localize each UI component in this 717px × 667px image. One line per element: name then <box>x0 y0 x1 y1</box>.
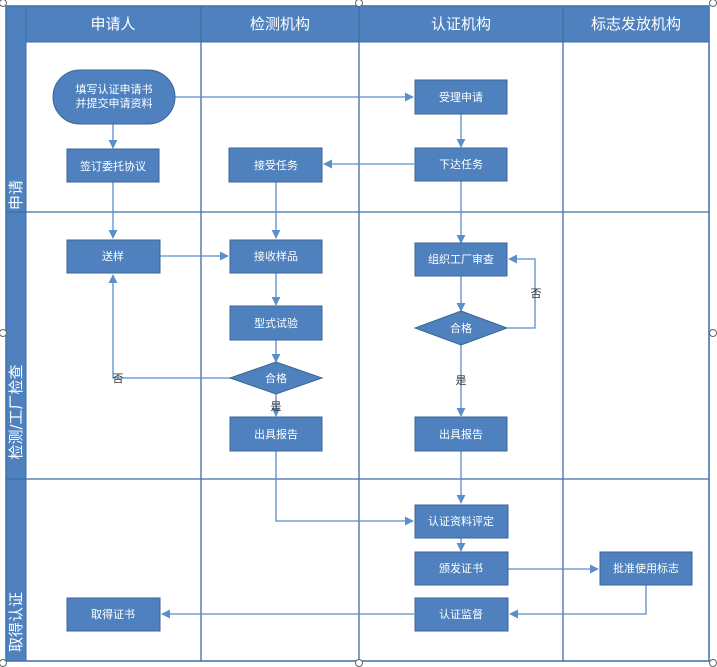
resize-handle-bottom[interactable] <box>355 659 363 667</box>
lane-label-obtain-certification: 取得认证 <box>7 592 25 652</box>
edge-label-yes-factory: 是 <box>456 374 467 387</box>
node-obtain-certificate <box>66 597 161 632</box>
column-header-certification-body: 认证机构 <box>431 15 491 33</box>
header-bar <box>5 5 710 43</box>
edge-approve-mark-to-supervision <box>509 585 647 619</box>
node-issue-certificate <box>414 551 509 586</box>
node-issue-task <box>414 147 508 182</box>
node-accept-application <box>414 79 508 115</box>
edges <box>108 92 647 619</box>
node-type-test <box>229 305 323 341</box>
edge-label-no-test: 否 <box>113 372 124 385</box>
node-inspection-report-label: 出具报告 <box>439 427 483 441</box>
resize-handle-top-left[interactable] <box>0 0 7 7</box>
column-header-applicant: 申请人 <box>90 15 135 33</box>
node-pass-check-test-label: 合格 <box>265 371 287 385</box>
node-fill-application-label-line2: 并提交申请资料 <box>76 96 153 110</box>
node-receive-samples <box>229 239 323 274</box>
node-issue-certificate-label: 颁发证书 <box>439 561 483 575</box>
node-send-samples <box>66 239 161 274</box>
resize-handle-left[interactable] <box>0 329 7 337</box>
node-factory-inspection <box>414 242 508 277</box>
node-type-test-label: 型式试验 <box>254 316 298 330</box>
node-receive-samples-label: 接收样品 <box>254 249 298 263</box>
resize-handle-top[interactable] <box>355 0 363 7</box>
edge-label-yes-test: 是 <box>271 400 282 413</box>
resize-handle-bottom-left[interactable] <box>0 659 7 667</box>
node-pass-check-factory-label: 合格 <box>450 321 472 335</box>
column-header-testing-body: 检测机构 <box>250 15 310 33</box>
edge-pass-no-to-send <box>108 274 230 379</box>
resize-handle-right[interactable] <box>709 329 717 337</box>
node-inspection-report <box>414 416 508 452</box>
edge-factory-pass-no-loop <box>507 254 536 329</box>
node-pass-check-factory <box>413 310 509 346</box>
node-cert-evaluation-label: 认证资料评定 <box>428 514 494 528</box>
node-test-report <box>229 416 323 452</box>
node-factory-inspection-label: 组织工厂审查 <box>428 252 494 266</box>
node-approve-mark-label: 批准使用标志 <box>613 561 679 575</box>
lane-label-application: 申请 <box>7 180 25 210</box>
node-cert-supervision <box>414 597 509 632</box>
node-pass-check-test <box>228 361 324 395</box>
node-cert-evaluation <box>414 504 509 539</box>
node-cert-supervision-label: 认证监督 <box>439 607 483 621</box>
edge-test-report-to-evaluation <box>275 451 414 526</box>
node-fill-application <box>52 69 176 125</box>
resize-handle-top-right[interactable] <box>709 0 717 7</box>
node-accept-task-label: 接受任务 <box>254 159 298 172</box>
node-accept-application-label: 受理申请 <box>439 91 483 104</box>
node-obtain-certificate-label: 取得证书 <box>91 608 135 621</box>
edge-label-no-factory: 否 <box>531 287 542 300</box>
node-accept-task <box>228 147 323 183</box>
lane-label-testing-inspection: 检测/工厂检查 <box>7 364 25 459</box>
node-sign-agreement <box>66 148 160 183</box>
node-send-samples-label: 送样 <box>102 249 124 263</box>
node-test-report-label: 出具报告 <box>254 427 298 441</box>
column-header-mark-issuing-body: 标志发放机构 <box>591 15 681 33</box>
node-issue-task-label: 下达任务 <box>439 158 483 171</box>
node-sign-agreement-label: 签订委托协议 <box>80 159 146 173</box>
node-approve-mark <box>599 551 693 586</box>
node-fill-application-label-line1: 填写认证申请书 <box>76 82 153 96</box>
resize-handle-bottom-right[interactable] <box>709 659 717 667</box>
lane-label-bar <box>5 5 27 662</box>
